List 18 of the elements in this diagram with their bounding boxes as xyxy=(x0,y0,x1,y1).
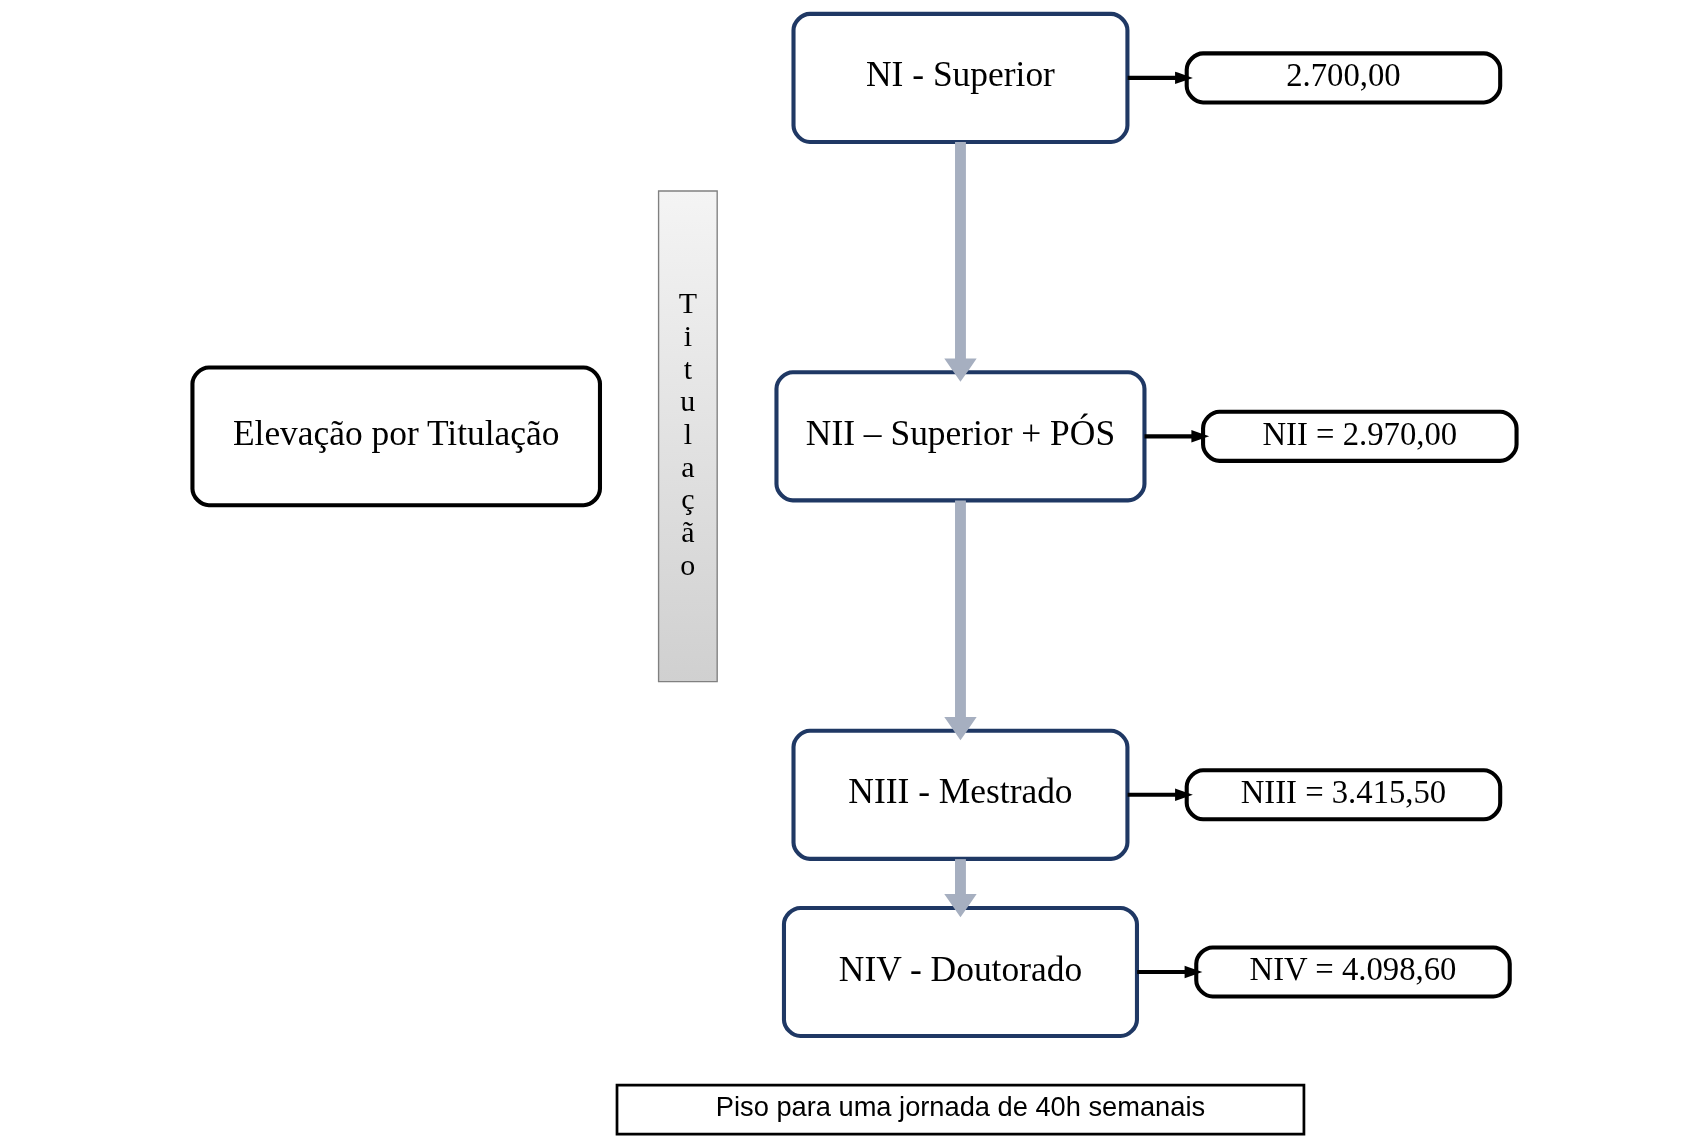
node-box: NIII - Mestrado xyxy=(790,728,1129,861)
arrow xyxy=(1127,788,1193,802)
node-box: NIV = 4.098,60 xyxy=(1193,945,1512,999)
arrow xyxy=(943,859,977,918)
node-box: NI - Superior xyxy=(790,11,1129,144)
node-box: Elevação por Titulação xyxy=(189,365,602,508)
arrow xyxy=(1144,430,1209,443)
node-box: Piso para uma jornada de 40h semanais xyxy=(615,1083,1305,1136)
node-box: Titulação xyxy=(657,190,718,683)
node-box: 2.700,00 xyxy=(1184,51,1502,105)
arrow xyxy=(1127,71,1193,85)
node-box: NIV - Doutorado xyxy=(781,905,1139,1039)
arrow xyxy=(943,142,977,382)
node-box: NIII = 3.415,50 xyxy=(1184,768,1502,822)
node-box: NII = 2.970,00 xyxy=(1200,409,1519,463)
node-box: NII – Superior + PÓS xyxy=(773,370,1146,503)
arrow xyxy=(943,500,977,741)
arrow xyxy=(1136,965,1202,979)
